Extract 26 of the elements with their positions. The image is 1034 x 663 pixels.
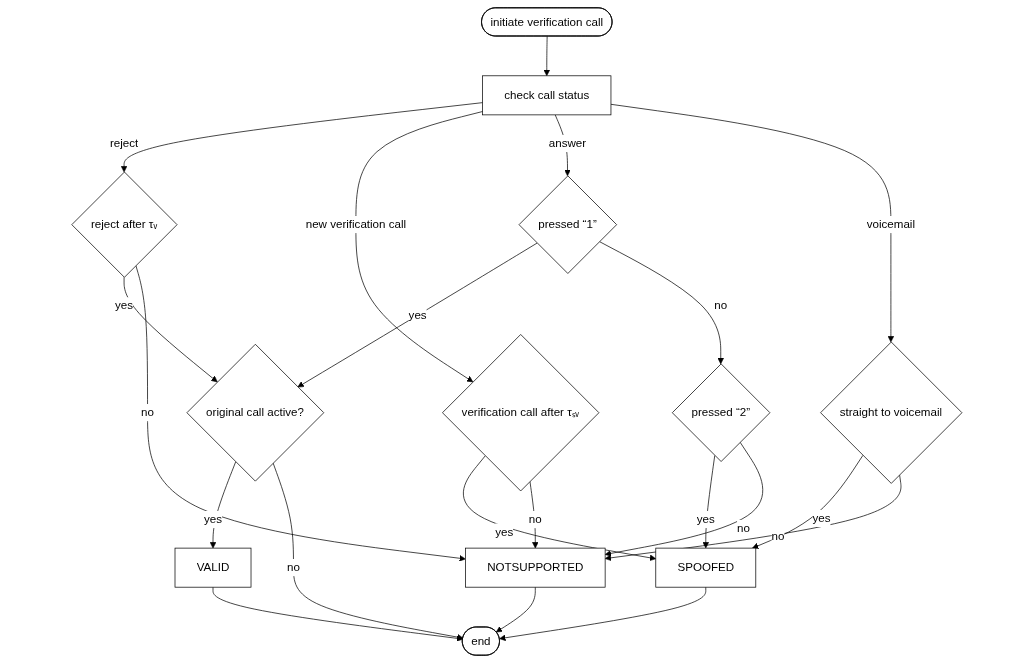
edge-label: reject — [110, 136, 139, 150]
edge-label: answer — [548, 136, 587, 150]
edge-label: no — [737, 521, 751, 535]
edge-label: no — [287, 561, 301, 574]
edge-label: yes — [204, 513, 223, 526]
edge-label: no — [714, 299, 728, 312]
node-box: NOTSUPPORTED — [465, 547, 606, 588]
node-diamond: reject after τᵥ — [71, 171, 178, 278]
node-diamond: original call active? — [186, 343, 325, 482]
node-diamond: straight to voicemail — [820, 341, 963, 484]
node-box: SPOOFED — [655, 547, 757, 588]
edge-label: new verification call — [305, 218, 407, 231]
edge-label: no — [528, 513, 542, 526]
node-diamond: pressed “1” — [518, 175, 618, 274]
edge-label: no — [771, 529, 785, 542]
edge-label: yes — [408, 308, 427, 322]
edge-label: yes — [696, 513, 715, 526]
node-diamond: verification call after τₛᵥ — [442, 334, 600, 492]
edge-label: yes — [812, 511, 831, 525]
edge-label: no — [141, 406, 155, 419]
node-box: check call status — [482, 75, 612, 116]
edge-label: voicemail — [866, 218, 916, 231]
node-diamond: pressed “2” — [672, 363, 771, 462]
edge-label: yes — [115, 299, 134, 312]
node-box: VALID — [174, 547, 252, 588]
edge-label: yes — [495, 525, 514, 538]
